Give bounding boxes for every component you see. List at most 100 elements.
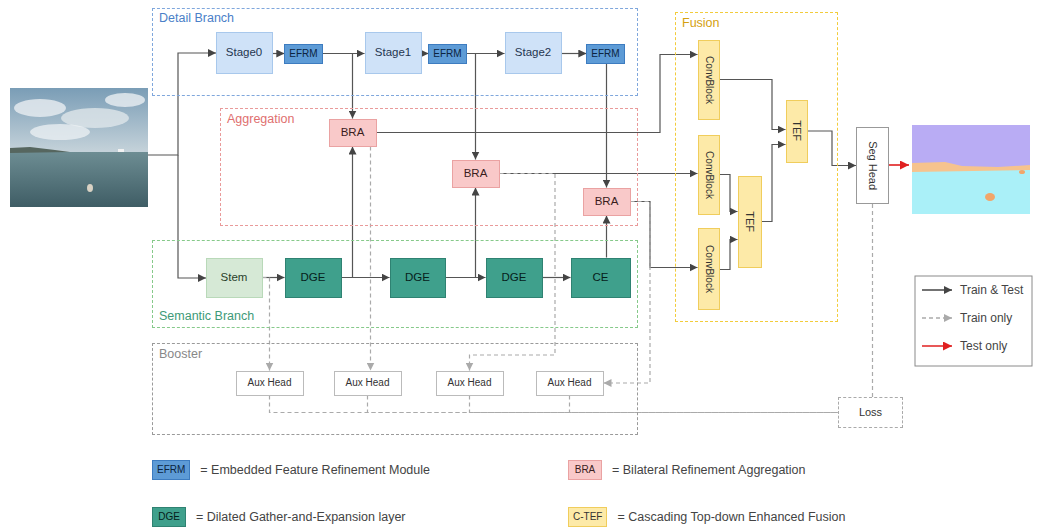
connector [720, 240, 738, 270]
legend-swatch: EFRM [152, 460, 190, 480]
aux-head-box: Aux Head [536, 371, 604, 396]
legend-entry: DGE = Dilated Gather-and-Expansion layer [152, 507, 406, 527]
connector [631, 202, 698, 268]
box-label: Stage0 [226, 46, 262, 60]
photo-buoy [87, 184, 93, 192]
connector [606, 64, 607, 188]
box-label: Loss [859, 406, 882, 419]
box-label: EFRM [433, 48, 461, 60]
legend-abbreviation: BRA [575, 464, 596, 476]
box-label: BRA [341, 126, 365, 140]
legend-swatch: C-TEF [568, 507, 607, 527]
legend-line [922, 345, 952, 347]
photo-cloud [14, 99, 66, 117]
legend-frame [915, 276, 1032, 366]
seg-obstacle [1019, 170, 1025, 174]
detail-branch-group: Detail BranchStage0EFRMStage1EFRMStage2E… [152, 8, 638, 96]
legend-text: = Cascading Top-down Enhanced Fusion [617, 510, 845, 525]
photo-shore [10, 147, 70, 153]
legend-line-sample [922, 313, 954, 323]
legend-entry: Train & Test [922, 283, 1023, 297]
input-arrow [178, 155, 206, 278]
legend-swatch: BRA [568, 460, 602, 480]
seg-sea [912, 167, 1030, 214]
stem-box: Stem [206, 258, 263, 298]
legend-abbreviation: DGE [158, 511, 180, 523]
connector [342, 147, 353, 278]
box-label: DGE [405, 271, 430, 285]
legend-entry: Test only [922, 339, 1007, 353]
tef-box: TEF [786, 100, 808, 163]
legend-text: Train only [960, 311, 1012, 325]
train-only-connector [370, 147, 371, 371]
photo-sky [10, 88, 148, 154]
legend-line [922, 317, 952, 319]
seg-sky [912, 125, 1030, 169]
aux-head-box: Aux Head [236, 371, 304, 396]
fusion-group: FusionConvBlockConvBlockConvBlockTEFTEF [675, 12, 838, 322]
train-only-connector [872, 204, 873, 397]
box-label: Seg Head [866, 141, 879, 190]
legend-entry: C-TEF = Cascading Top-down Enhanced Fusio… [568, 507, 846, 527]
legend-text: Train & Test [960, 283, 1023, 297]
input-wires [148, 53, 909, 278]
dge-box: DGE [390, 258, 446, 298]
legend-entry: EFRM= Embedded Feature Refinement Module [152, 460, 430, 480]
train-only-connector [270, 396, 839, 413]
train-only-connector [368, 396, 839, 413]
output-arrow [889, 164, 909, 166]
stage-box: Stage2 [505, 32, 562, 74]
legend-text: = Dilated Gather-and-Expansion layer [196, 510, 406, 525]
group-label: Detail Branch [159, 11, 234, 26]
loss-box: Loss [838, 397, 903, 428]
box-label: ConvBlock [703, 245, 715, 293]
box-label: Aux Head [248, 377, 292, 389]
connector [606, 216, 607, 258]
convblock-box: ConvBlock [698, 228, 720, 310]
box-label: DGE [301, 271, 326, 285]
photo-boat [118, 149, 124, 152]
stage-box: Stage1 [365, 32, 422, 74]
input-arrow [148, 53, 216, 155]
aux-head-box: Aux Head [436, 371, 504, 396]
legend-line-sample [922, 341, 954, 351]
box-label: EFRM [289, 48, 317, 60]
box-label: ConvBlock [703, 151, 715, 199]
connector [543, 277, 571, 278]
convblock-box: ConvBlock [698, 40, 720, 120]
dge-box: DGE [285, 258, 342, 298]
group-label: Aggregation [227, 112, 294, 127]
dge-box: DGE [486, 258, 543, 298]
legend-text: = Bilateral Refinement Aggregation [612, 463, 806, 478]
photo-sea [10, 152, 148, 207]
legend-text: Test only [960, 339, 1007, 353]
box-label: CE [593, 271, 609, 285]
connector [720, 80, 786, 130]
group-label: Booster [159, 347, 202, 362]
ce-box: CE [571, 258, 631, 298]
connector [562, 53, 587, 54]
box-label: Stem [221, 271, 248, 285]
connector [467, 54, 476, 160]
tef-box: TEF [738, 176, 762, 268]
legend-abbreviation: C-TEF [573, 511, 602, 523]
convblock-box: ConvBlock [698, 135, 720, 215]
legend-line [922, 289, 952, 291]
train-only-connector [263, 278, 270, 371]
booster-group: BoosterAux HeadAux HeadAux HeadAux Head [152, 343, 638, 435]
efrm-box: EFRM [428, 44, 466, 64]
box-label: BRA [595, 195, 619, 209]
aggregation-group: AggregationBRA BRA BRA [220, 108, 638, 226]
connector [762, 145, 786, 222]
box-label: DGE [502, 271, 527, 285]
legend-swatch: DGE [152, 507, 186, 527]
seg-shore [912, 162, 1030, 172]
connector [720, 175, 738, 212]
bra-box: BRA [583, 188, 631, 216]
group-label: Semantic Branch [159, 309, 254, 324]
bra-box: BRA [329, 119, 377, 147]
photo-cloud [30, 124, 90, 140]
connector [446, 188, 476, 278]
legend-abbreviation: EFRM [157, 464, 185, 476]
box-label: BRA [464, 167, 488, 181]
